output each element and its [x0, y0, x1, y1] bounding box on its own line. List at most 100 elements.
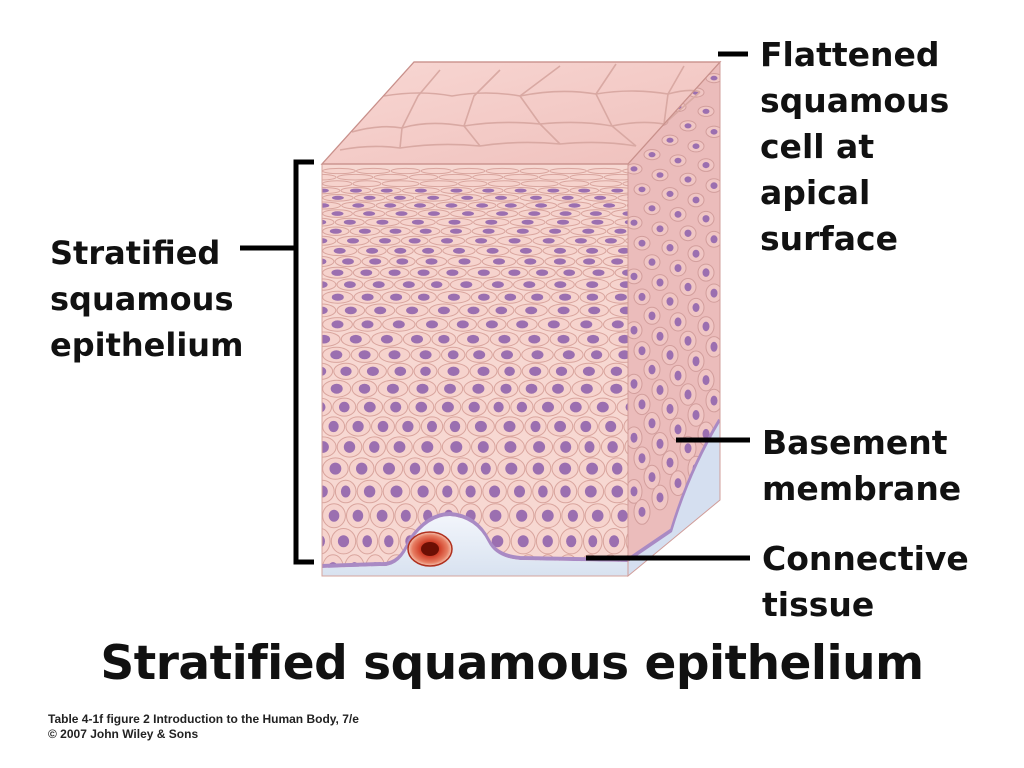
cell-nucleus [417, 269, 430, 276]
cell-nucleus [549, 228, 562, 234]
cell-nucleus [559, 462, 572, 475]
cell-nucleus [638, 506, 646, 517]
cell-nucleus [491, 535, 504, 548]
cell-nucleus [609, 535, 620, 548]
cell-nucleus [328, 509, 340, 522]
cell-nucleus [352, 203, 365, 208]
cell-nucleus [501, 350, 513, 360]
epithelial-cell [322, 173, 337, 181]
cell-nucleus [557, 219, 569, 225]
apical-surface [320, 61, 722, 165]
cell-nucleus [393, 195, 406, 200]
cell-nucleus [322, 258, 327, 265]
epithelial-cell [390, 167, 421, 175]
cell-nucleus [358, 350, 371, 360]
cell-nucleus [519, 247, 532, 254]
cell-nucleus [630, 219, 638, 226]
cell-nucleus [427, 211, 440, 216]
cell-nucleus [322, 306, 328, 315]
cell-nucleus [648, 205, 656, 212]
cell-nucleus [331, 269, 344, 276]
cell-nucleus [702, 108, 710, 114]
cell-nucleus [425, 258, 438, 265]
epithelial-cell [503, 173, 539, 181]
cell-nucleus [392, 320, 405, 329]
epithelial-cell [589, 180, 623, 188]
epithelial-cell [625, 237, 628, 244]
epithelial-cell [322, 255, 335, 268]
cell-nucleus [426, 320, 438, 329]
epithelial-cell [616, 397, 628, 417]
label-flattened-squamous-cell: Flattened squamous cell at apical surfac… [760, 32, 949, 262]
label-line: Flattened [760, 35, 940, 74]
cell-nucleus [580, 420, 592, 433]
cell-nucleus [363, 195, 376, 200]
cell-nucleus [363, 485, 376, 498]
cell-nucleus [366, 247, 379, 254]
cell-nucleus [638, 239, 646, 247]
cell-nucleus [586, 293, 599, 301]
cell-nucleus [441, 401, 454, 413]
cell-nucleus [611, 485, 624, 498]
cell-nucleus [322, 402, 326, 413]
cell-nucleus [528, 334, 541, 344]
cell-nucleus [630, 379, 638, 389]
cell-nucleus [395, 211, 408, 216]
cell-nucleus [574, 238, 587, 244]
epithelial-cell [520, 180, 559, 188]
cell-nucleus [358, 228, 371, 234]
cell-nucleus [369, 441, 380, 453]
cell-nucleus [630, 486, 638, 497]
cell-nucleus [328, 420, 339, 433]
cell-nucleus [457, 462, 468, 475]
cell-nucleus [442, 485, 453, 498]
cell-nucleus [427, 420, 437, 433]
epithelial-cell [322, 235, 337, 246]
epithelial-cell [458, 180, 488, 188]
cell-nucleus [710, 235, 718, 244]
cell-nucleus [388, 350, 401, 360]
cell-nucleus [420, 366, 431, 376]
cell-nucleus [467, 306, 480, 315]
cell-nucleus [619, 306, 628, 315]
cell-nucleus [529, 366, 542, 376]
cell-nucleus [648, 311, 656, 321]
epithelial-cell [420, 167, 452, 175]
cell-nucleus [582, 366, 595, 376]
cell-nucleus [514, 188, 527, 193]
cell-nucleus [524, 258, 537, 265]
cell-nucleus [692, 303, 700, 312]
cell-nucleus [431, 281, 443, 288]
cell-nucleus [477, 269, 490, 276]
cell-nucleus [344, 281, 356, 288]
cell-nucleus [610, 383, 623, 394]
cell-nucleus [656, 172, 664, 178]
cell-nucleus [592, 269, 605, 276]
cell-nucleus [584, 485, 597, 498]
cell-nucleus [553, 258, 566, 265]
cell-nucleus [329, 228, 342, 234]
epithelial-cell [549, 167, 587, 175]
cell-nucleus [322, 535, 325, 547]
epithelial-cell [569, 173, 604, 181]
cell-nucleus [508, 238, 521, 244]
cell-nucleus [674, 264, 682, 273]
cell-nucleus [465, 485, 476, 498]
cell-nucleus [674, 157, 682, 164]
cell-nucleus [656, 278, 664, 287]
connective-tissue-side [628, 422, 720, 576]
cell-nucleus [446, 269, 459, 276]
cell-nucleus [530, 195, 542, 200]
cell-nucleus [406, 306, 419, 315]
cell-nucleus [495, 306, 508, 315]
cell-nucleus [656, 225, 664, 233]
cell-nucleus [666, 297, 674, 306]
cell-nucleus [588, 306, 601, 315]
cell-nucleus [330, 350, 343, 360]
cell-nucleus [684, 389, 692, 400]
cell-nucleus [542, 238, 555, 244]
cell-nucleus [586, 281, 599, 288]
cell-nucleus [414, 203, 426, 208]
cell-nucleus [674, 478, 682, 489]
cell-nucleus [587, 334, 600, 344]
